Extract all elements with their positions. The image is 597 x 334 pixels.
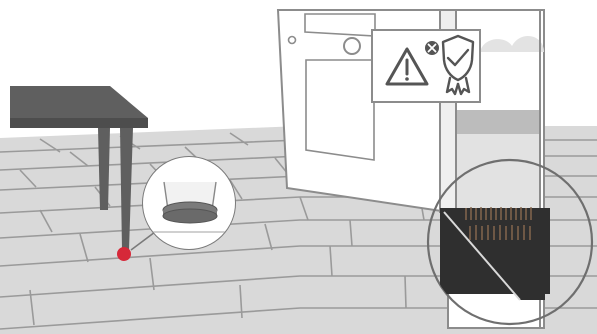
- door-knob: [344, 38, 360, 54]
- furniture-pad-zoom-icon: [143, 157, 235, 249]
- table-top-edge: [10, 118, 148, 128]
- door-peephole: [289, 37, 296, 44]
- door-upper-panel: [305, 14, 375, 36]
- warning-badge: [372, 30, 480, 102]
- door-lower-panel: [306, 60, 374, 160]
- table-leg-back: [98, 128, 110, 210]
- red-dot-marker-icon: [117, 247, 131, 261]
- close-circle-icon: [425, 41, 439, 55]
